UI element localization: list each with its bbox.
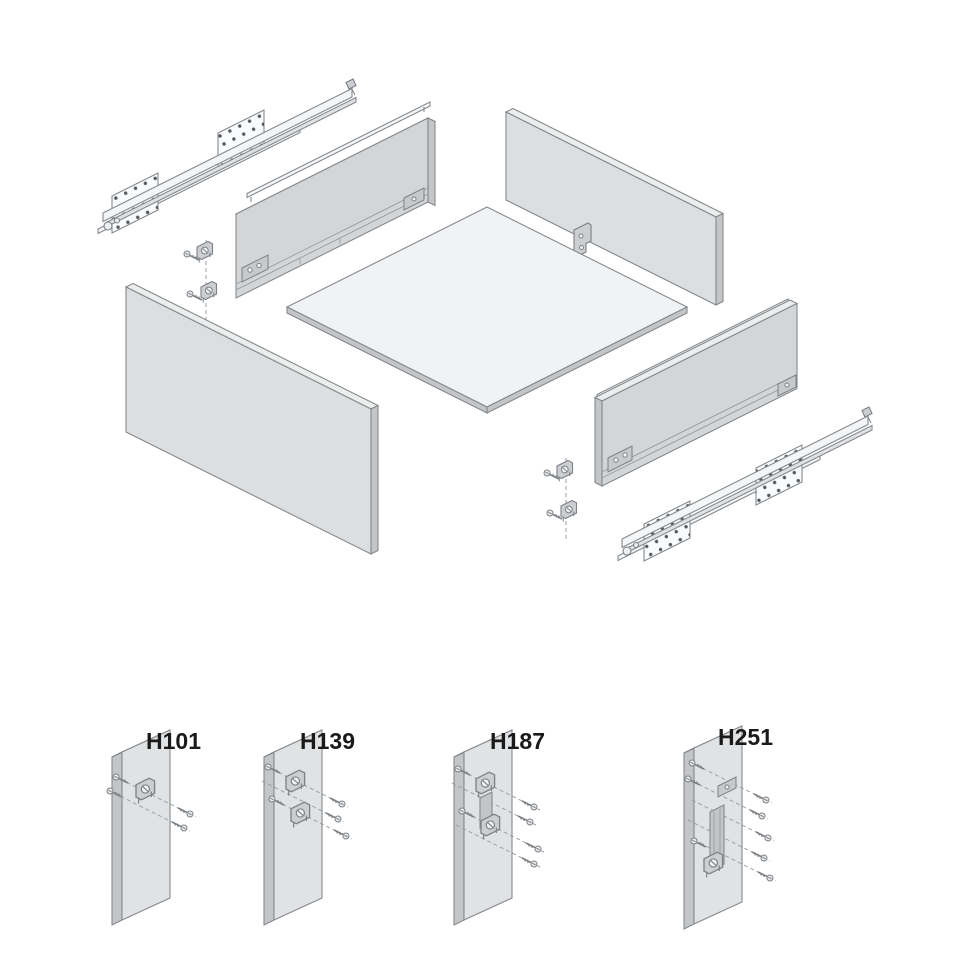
- detail-h101: H101: [106, 728, 201, 926]
- right-rail-front-wheel: [622, 546, 632, 556]
- coupling-hole: [247, 267, 253, 273]
- latch-hole: [411, 196, 417, 202]
- screw-axis-dashed-line: [261, 780, 345, 823]
- edge-line: [867, 416, 872, 424]
- screw-axis-dashed-line: [687, 819, 771, 862]
- edge-line: [351, 88, 356, 96]
- left-drawer-side-panel: [234, 117, 437, 299]
- coupling-hole: [256, 262, 262, 269]
- detail-label-h251: H251: [718, 724, 773, 750]
- front-fixing-brackets-left: [183, 240, 218, 320]
- edge-line: [235, 193, 429, 291]
- detail-h187: H187: [451, 728, 545, 926]
- left-side-front-coupling: [241, 254, 269, 283]
- detail-h251: H251: [683, 724, 777, 930]
- board-edge: [263, 751, 275, 926]
- rear-fixing-bracket: [573, 222, 592, 257]
- coupling-hole: [622, 452, 628, 458]
- left-slide-rail: [97, 78, 357, 235]
- right-side-end-edge: [594, 396, 603, 487]
- board-edge: [453, 751, 465, 926]
- exploded-view: [97, 78, 873, 562]
- front-panel-end-edge: [370, 404, 379, 555]
- bracket-hole: [578, 233, 584, 239]
- edge-line: [601, 374, 798, 473]
- front-panel-face: [125, 286, 372, 555]
- left-rail-rear-hook: [345, 78, 357, 90]
- detail-label-h187: H187: [490, 728, 545, 754]
- board-face: [121, 729, 171, 921]
- clip-hole: [724, 784, 730, 790]
- back-panel-end-edge: [715, 212, 724, 306]
- coupling-hole: [613, 457, 619, 463]
- right-drawer-side-panel: [593, 299, 799, 487]
- detail-label-h139: H139: [300, 728, 355, 754]
- left-side-face: [235, 117, 429, 299]
- right-rail-body: [621, 415, 869, 549]
- left-rail-front-roller: [113, 217, 121, 224]
- left-gallery-rail: [246, 101, 431, 202]
- left-rail-front-wheel: [103, 221, 113, 231]
- right-rail-rear-hook: [861, 406, 873, 418]
- back-panel: [504, 107, 725, 306]
- detail-label-h101: H101: [146, 728, 201, 754]
- board-face: [273, 729, 323, 921]
- latch-hole: [784, 382, 790, 388]
- right-side-face: [601, 302, 798, 487]
- right-slide-rail: [617, 406, 873, 562]
- detail-h139: H139: [261, 728, 355, 926]
- screw-axis-dashed-line: [693, 839, 777, 882]
- drawer-bottom-panel: [285, 206, 689, 414]
- screw-axis-dashed-line: [691, 799, 775, 842]
- bracket-hole: [579, 245, 584, 250]
- right-rail-front-roller: [632, 541, 640, 549]
- bottom-panel-edge-right: [486, 306, 688, 414]
- left-rail-body: [102, 87, 353, 223]
- back-panel-face: [505, 111, 717, 306]
- left-side-end-edge: [427, 117, 436, 207]
- left-gallery-rail-bar: [246, 101, 431, 199]
- front-panel: [124, 282, 380, 555]
- edge-line: [601, 380, 798, 479]
